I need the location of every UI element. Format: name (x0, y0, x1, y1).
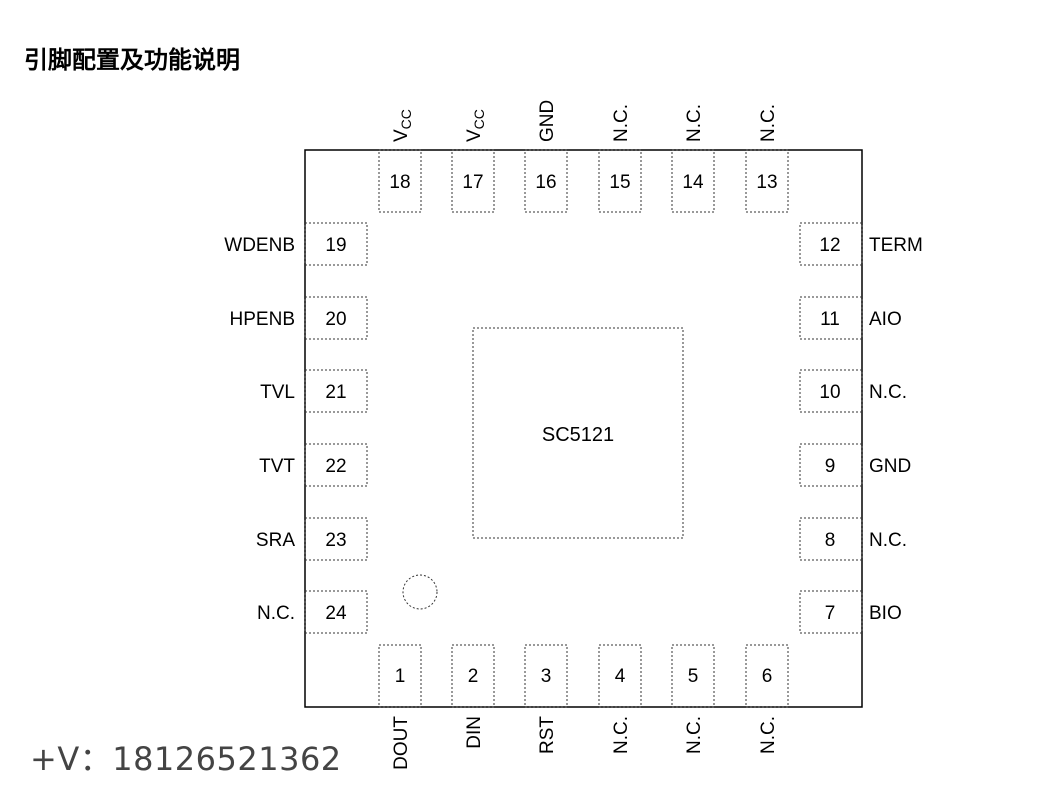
exposed-pad (472, 327, 684, 539)
pin1-indicator (402, 574, 438, 610)
pin-3-label: RST (537, 716, 558, 754)
pin-4-pad (598, 644, 642, 708)
pin-20-label: HPENB (230, 309, 295, 330)
pin-10-number: 10 (819, 382, 840, 403)
pin-3-number: 3 (541, 666, 552, 687)
pins-group: 18VCC17VCC16GND15N.C.14N.C.13N.C.1DOUT2D… (224, 100, 923, 770)
pin-21-number: 21 (325, 382, 346, 403)
pin-12-number: 12 (819, 235, 840, 256)
pin-2-number: 2 (468, 666, 479, 687)
pin-5-number: 5 (688, 666, 699, 687)
pin-16-pad (524, 149, 568, 213)
pin-13-number: 13 (756, 172, 777, 193)
pin-11-label: AIO (869, 309, 902, 330)
pin-23-number: 23 (325, 530, 346, 551)
pin-15-label: N.C. (611, 104, 632, 142)
pin-18-label: VCC (391, 109, 414, 142)
pin-18-number: 18 (389, 172, 410, 193)
page-title: 引脚配置及功能说明 (24, 46, 240, 74)
pin-17-label: VCC (464, 109, 487, 142)
pin-9-number: 9 (825, 456, 836, 477)
pin-13-pad (745, 149, 789, 213)
pin-24-number: 24 (325, 603, 347, 624)
pin-22-number: 22 (325, 456, 346, 477)
pin-23-label: SRA (256, 530, 295, 551)
pin-15-number: 15 (609, 172, 630, 193)
pin-20-number: 20 (325, 309, 346, 330)
pin-6-pad (745, 644, 789, 708)
pin-13-label: N.C. (758, 104, 779, 142)
pin-8-label: N.C. (869, 530, 907, 551)
chip-body (304, 149, 863, 708)
pin-22-label: TVT (259, 456, 295, 477)
pin-5-pad (671, 644, 715, 708)
pin-1-number: 1 (395, 666, 406, 687)
pin-14-number: 14 (682, 172, 704, 193)
pin-3-pad (524, 644, 568, 708)
pin-24-label: N.C. (257, 603, 295, 624)
pin-15-pad (598, 149, 642, 213)
pin-19-number: 19 (325, 235, 346, 256)
pin-4-label: N.C. (611, 716, 632, 754)
pin-2-label: DIN (464, 716, 485, 749)
pin-7-number: 7 (825, 603, 836, 624)
pin-19-label: WDENB (224, 235, 295, 256)
pin-17-pad (451, 149, 495, 213)
pin-12-label: TERM (869, 235, 923, 256)
pin-4-number: 4 (615, 666, 626, 687)
pin-14-label: N.C. (684, 104, 705, 142)
pin-1-pad (378, 644, 422, 708)
pin-2-pad (451, 644, 495, 708)
pin-9-label: GND (869, 456, 911, 477)
pin-17-number: 17 (462, 172, 483, 193)
pin-10-label: N.C. (869, 382, 907, 403)
pin-7-label: BIO (869, 603, 902, 624)
chip-name: SC5121 (542, 424, 614, 446)
pin-5-label: N.C. (684, 716, 705, 754)
pin-8-number: 8 (825, 530, 836, 551)
pin-16-label: GND (537, 100, 558, 142)
pin-18-pad (378, 149, 422, 213)
pin-11-number: 11 (820, 309, 840, 330)
pin-14-pad (671, 149, 715, 213)
pin-21-label: TVL (260, 382, 295, 403)
pin-1-label: DOUT (391, 716, 412, 770)
pin-6-label: N.C. (758, 716, 779, 754)
pin-16-number: 16 (535, 172, 556, 193)
pin-6-number: 6 (762, 666, 773, 687)
contact-text: +V：18126521362 (30, 740, 342, 778)
